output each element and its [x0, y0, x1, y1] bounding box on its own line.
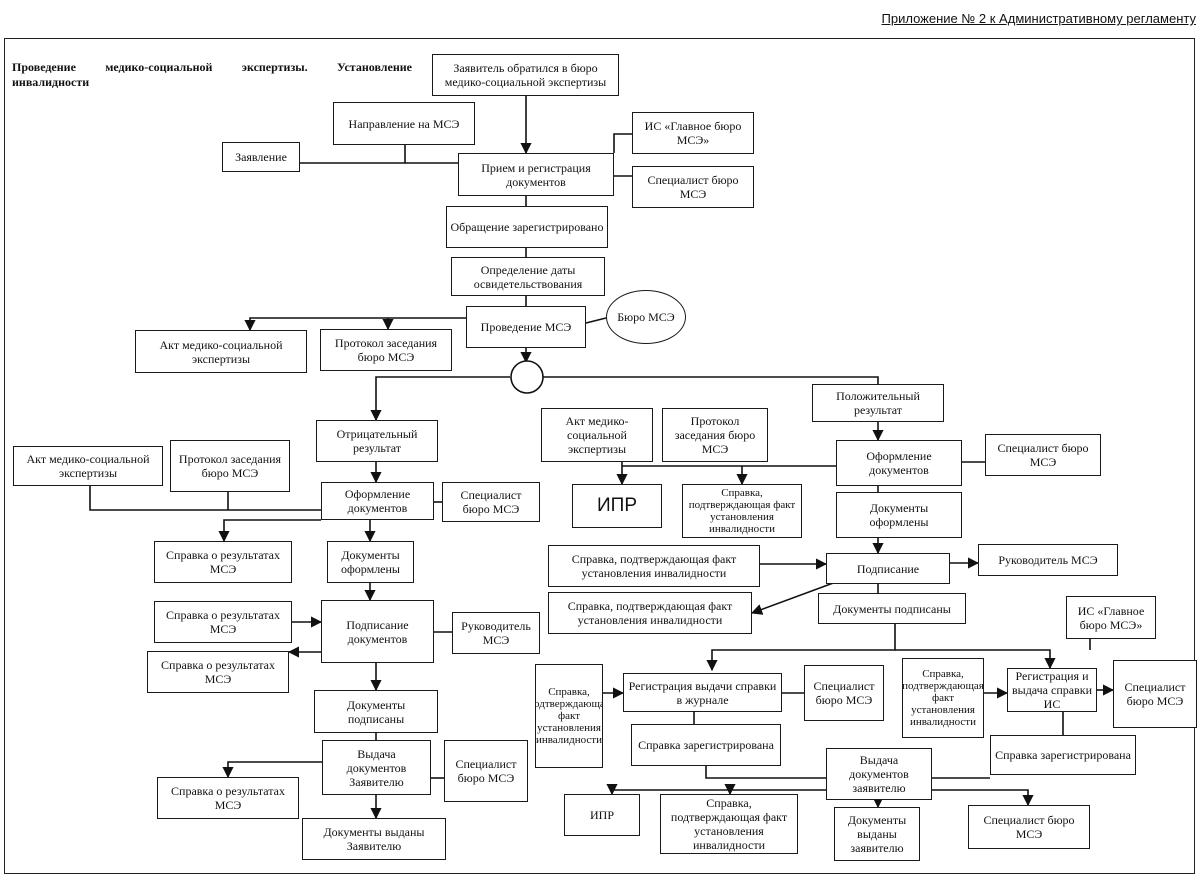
node-res-neg2: Справка о результатах МСЭ	[154, 601, 292, 643]
node-cert-is-in: Справка, подтверждающая факт установлени…	[902, 658, 984, 738]
node-docs-done-neg: Документы оформлены	[327, 541, 414, 583]
node-cert-final: Справка, подтверждающая факт установлени…	[660, 794, 798, 854]
node-issued-neg: Документы выданы Заявителю	[302, 818, 446, 860]
node-spec-is: Специалист бюро МСЭ	[1113, 660, 1197, 728]
node-act-top: Акт медико-социальной экспертизы	[135, 330, 307, 373]
node-res-neg3: Справка о результатах МСЭ	[147, 651, 289, 693]
node-spec-journal: Специалист бюро МСЭ	[804, 665, 884, 721]
node-head-neg: Руководитель МСЭ	[452, 612, 540, 654]
node-res-neg1: Справка о результатах МСЭ	[154, 541, 292, 583]
diagram-title: Проведение медико-социальной экспертизы.…	[12, 60, 412, 89]
node-issued-pos: Документы выданы заявителю	[834, 807, 920, 861]
node-docs-done-pos: Документы оформлены	[836, 492, 962, 538]
node-application: Заявление	[222, 142, 300, 172]
node-signed-neg: Документы подписаны	[314, 690, 438, 733]
node-issue-pos: Выдача документов заявителю	[826, 748, 932, 800]
node-cert-pos1: Справка, подтверждающая факт установлени…	[682, 484, 802, 538]
node-head-pos: Руководитель МСЭ	[978, 544, 1118, 576]
node-protocol-top: Протокол заседания бюро МСЭ	[320, 329, 452, 371]
node-cert-reg2: Справка зарегистрирована	[990, 735, 1136, 775]
node-spec-issue-neg: Специалист бюро МСЭ	[444, 740, 528, 802]
node-referral: Направление на МСЭ	[333, 102, 475, 145]
node-reception: Прием и регистрация документов	[458, 153, 614, 196]
node-signed-pos: Документы подписаны	[818, 593, 966, 624]
node-docs-neg: Оформление документов	[321, 482, 434, 520]
node-applicant: Заявитель обратился в бюро медико-социал…	[432, 54, 619, 96]
node-registered: Обращение зарегистрировано	[446, 206, 608, 248]
node-act-pos: Акт медико-социальной экспертизы	[541, 408, 653, 462]
node-is-main-top: ИС «Главное бюро МСЭ»	[632, 112, 754, 154]
node-cert-reg1: Справка зарегистрирована	[631, 724, 781, 766]
node-is-main-right: ИС «Главное бюро МСЭ»	[1066, 596, 1156, 639]
node-act-neg: Акт медико-социальной экспертизы	[13, 446, 163, 486]
node-issue-neg: Выдача документов Заявителю	[322, 740, 431, 795]
diagram-frame	[4, 38, 1195, 874]
node-cert-sign-in: Справка, подтверждающая факт установлени…	[548, 545, 760, 587]
node-protocol-neg: Протокол заседания бюро МСЭ	[170, 440, 290, 492]
node-docs-pos: Оформление документов	[836, 440, 962, 486]
node-ipr-small: ИПР	[564, 794, 640, 836]
node-positive: Положительный результат	[812, 384, 944, 422]
node-date-definition: Определение даты освидетельствования	[451, 257, 605, 296]
node-reg-is: Регистрация и выдача справки ИС	[1007, 668, 1097, 712]
node-protocol-pos: Протокол заседания бюро МСЭ	[662, 408, 768, 462]
node-negative: Отрицательный результат	[316, 420, 438, 462]
node-signing-pos: Подписание	[826, 553, 950, 584]
node-spec-neg: Специалист бюро МСЭ	[442, 482, 540, 522]
appendix-header: Приложение № 2 к Административному регла…	[881, 11, 1197, 26]
node-spec-pos: Специалист бюро МСЭ	[985, 434, 1101, 476]
node-signing-neg: Подписание документов	[321, 600, 434, 663]
node-specialist-top: Специалист бюро МСЭ	[632, 166, 754, 208]
node-ipr-big: ИПР	[572, 484, 662, 528]
node-conduct: Проведение МСЭ	[466, 306, 586, 348]
node-cert-journal-in: Справка, подтверждающая факт установлени…	[535, 664, 603, 768]
decision-node	[510, 360, 544, 394]
node-journal: Регистрация выдачи справки в журнале	[623, 673, 782, 712]
node-spec-final: Специалист бюро МСЭ	[968, 805, 1090, 849]
node-cert-sign-out: Справка, подтверждающая факт установлени…	[548, 592, 752, 634]
node-bureau: Бюро МСЭ	[606, 290, 686, 344]
node-res-neg4: Справка о результатах МСЭ	[157, 777, 299, 819]
